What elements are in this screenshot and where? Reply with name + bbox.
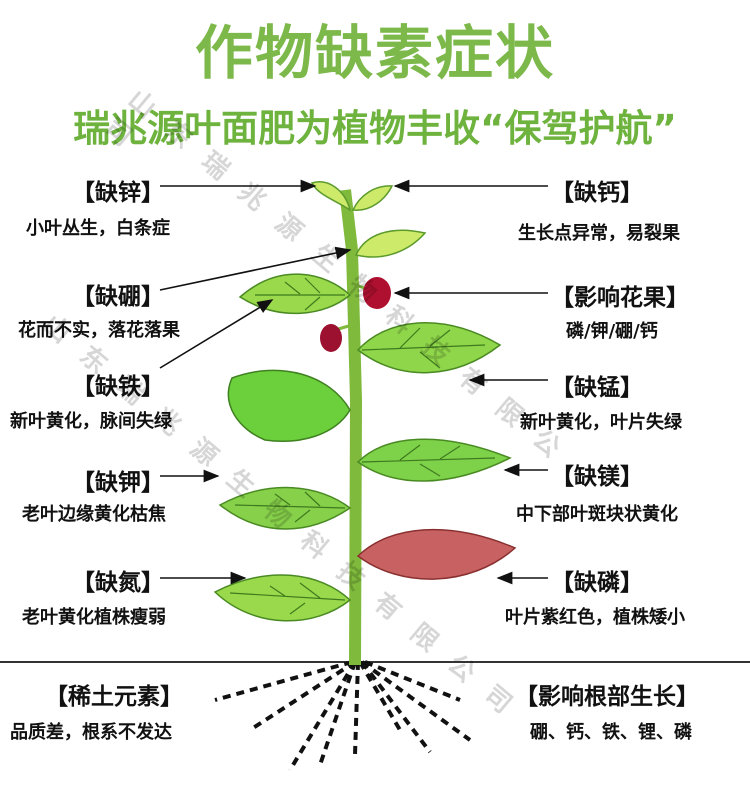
desc-manganese: 新叶黄化，叶片失绿 (520, 412, 682, 433)
arrows (159, 179, 548, 585)
desc-potassium: 老叶边缘黄化枯焦 (22, 504, 166, 525)
label-potassium: 【缺钾】 (72, 469, 164, 496)
desc-phosphorus: 叶片紫红色，植株矮小 (505, 607, 685, 628)
desc-boron: 花而不实，落花落果 (18, 320, 180, 341)
desc-magnesium: 中下部叶斑块状黄化 (516, 504, 678, 525)
fruit-2 (320, 324, 342, 352)
desc-flower-fruit: 磷/钾/硼/钙 (566, 321, 658, 342)
leaf-potassium (218, 486, 352, 530)
page-title: 作物缺素症状 (194, 19, 555, 87)
leaf-zinc (354, 229, 427, 258)
roots (214, 660, 472, 772)
label-phosphorus: 【缺磷】 (551, 569, 643, 596)
label-nitrogen: 【缺氮】 (72, 569, 164, 596)
fruit-1 (363, 277, 391, 309)
leaf-nitrogen (213, 574, 352, 622)
desc-root-growth: 硼、钙、铁、锂、磷 (530, 722, 692, 743)
desc-iron: 新叶黄化，脉间失绿 (10, 411, 172, 432)
label-magnesium: 【缺镁】 (551, 463, 643, 490)
desc-calcium: 生长点异常，易裂果 (518, 223, 680, 244)
leaf-veins (229, 277, 496, 615)
label-flower-fruit: 【影响花果】 (551, 284, 689, 311)
desc-nitrogen: 老叶黄化植株瘦弱 (22, 607, 166, 628)
leaf-phosphorus (356, 528, 517, 580)
label-iron: 【缺铁】 (72, 373, 164, 400)
desc-zinc: 小叶丛生，白条症 (26, 218, 170, 239)
label-root-growth: 【影响根部生长】 (515, 683, 699, 710)
leaf-iron (227, 369, 351, 442)
desc-rare-earth: 品质差，根系不发达 (10, 722, 172, 743)
label-rare-earth: 【稀土元素】 (45, 683, 183, 710)
page-subtitle: 瑞兆源叶面肥为植物丰收“保驾护航” (73, 107, 677, 150)
label-manganese: 【缺锰】 (551, 374, 643, 401)
fruits (320, 277, 391, 352)
leaf-top-right (351, 185, 394, 211)
stem (339, 189, 363, 666)
label-calcium: 【缺钙】 (551, 179, 643, 206)
leaf-top-left (310, 181, 352, 212)
label-zinc: 【缺锌】 (72, 179, 164, 206)
label-boron: 【缺硼】 (72, 283, 164, 310)
